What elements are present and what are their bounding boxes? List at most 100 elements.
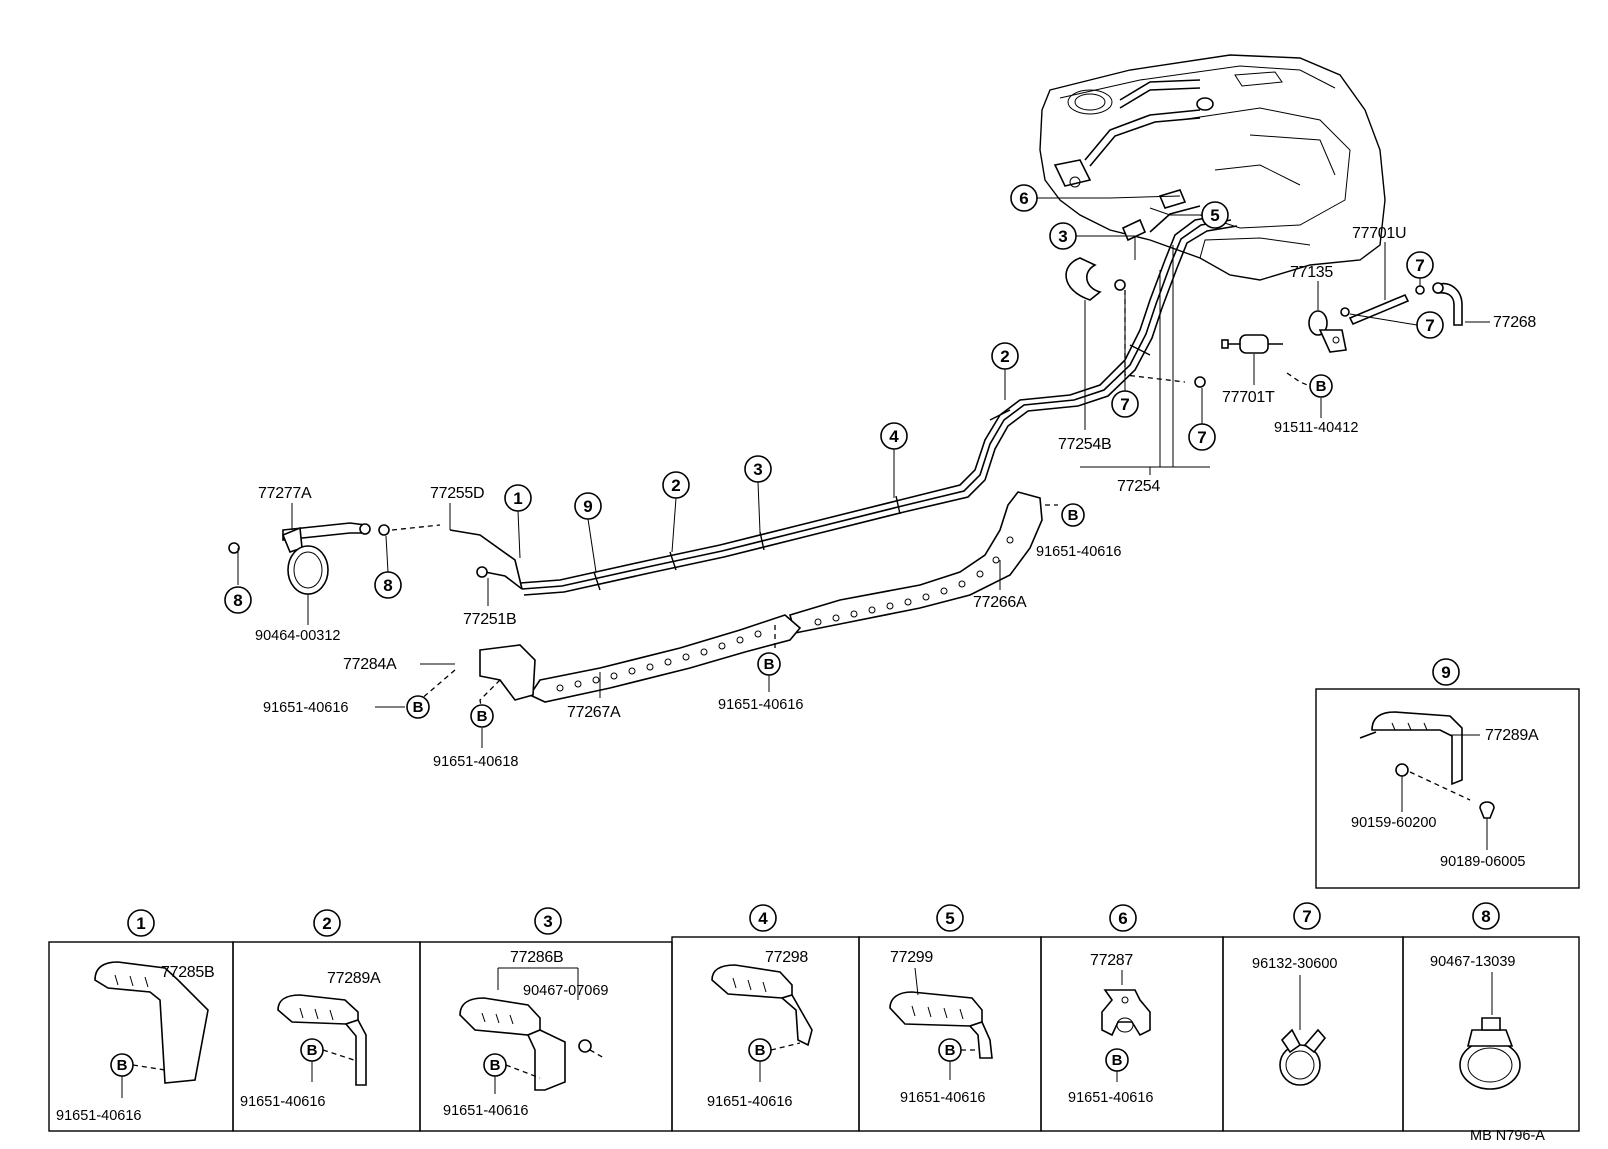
p4-code-label: 91651-40616 — [707, 1094, 792, 1110]
svg-text:B: B — [1316, 378, 1327, 395]
label-77277A: 77277A — [258, 485, 312, 502]
detail-box-9: 9 77289A 90159-60200 90189-06005 — [1315, 658, 1580, 889]
p8-part-label: 90467-13039 — [1430, 954, 1515, 970]
panel-3: 3 77286B 90467-07069 B 91651-40616 — [443, 907, 608, 1119]
svg-text:3: 3 — [753, 460, 762, 479]
svg-text:7: 7 — [1120, 395, 1129, 414]
label-77135: 77135 — [1290, 264, 1333, 281]
label-91651-40616-right: 91651-40616 — [1036, 544, 1121, 560]
bottom-panels: 1 77285B B 91651-40616 2 77289A B 91651-… — [48, 902, 1580, 1132]
svg-text:8: 8 — [233, 591, 242, 610]
label-77251B: 77251B — [463, 611, 516, 628]
fuel-lines — [449, 189, 1238, 596]
label-91511-40412: 91511-40412 — [1274, 420, 1358, 436]
rail-brackets — [419, 491, 1058, 713]
svg-text:3: 3 — [1058, 227, 1067, 246]
svg-text:5: 5 — [1210, 206, 1219, 225]
svg-text:1: 1 — [513, 489, 522, 508]
svg-text:B: B — [307, 1042, 318, 1059]
panel-2: 2 77289A B 91651-40616 — [240, 909, 381, 1110]
p5-part-label: 77299 — [890, 949, 933, 966]
svg-text:B: B — [413, 699, 424, 716]
svg-text:2: 2 — [1000, 347, 1009, 366]
svg-text:B: B — [490, 1057, 501, 1074]
callout-7d: 7 — [1188, 388, 1216, 451]
svg-text:B: B — [117, 1057, 128, 1074]
callout-1-line: 1 — [504, 484, 532, 559]
b-marker: B — [1061, 503, 1085, 527]
label-77254B: 77254B — [1058, 436, 1111, 453]
panel-5: 5 77299 B 91651-40616 — [889, 904, 993, 1106]
label-77701U: 77701U — [1352, 225, 1406, 242]
p6-code-label: 91651-40616 — [1068, 1090, 1153, 1106]
svg-text:B: B — [1112, 1052, 1123, 1069]
svg-text:3: 3 — [543, 912, 552, 931]
b-marker: B — [406, 695, 430, 719]
callout-8b: 8 — [374, 535, 402, 599]
label-91651-40618: 91651-40618 — [433, 754, 518, 770]
p6-part-label: 77287 — [1090, 952, 1133, 969]
label-90189-06005: 90189-06005 — [1440, 854, 1525, 870]
panel-8: 8 90467-13039 — [1430, 902, 1521, 1090]
p4-part-label: 77298 — [765, 949, 808, 966]
svg-text:1: 1 — [136, 914, 145, 933]
label-77268: 77268 — [1493, 314, 1536, 331]
p3-code-label: 91651-40616 — [443, 1103, 528, 1119]
label-77267A: 77267A — [567, 704, 621, 721]
label-91651-40616-mid: 91651-40616 — [718, 697, 803, 713]
svg-text:B: B — [755, 1042, 766, 1059]
panel-1: 1 77285B B 91651-40616 — [56, 909, 215, 1124]
callout-8a: 8 — [224, 586, 252, 614]
svg-text:B: B — [945, 1042, 956, 1059]
svg-text:B: B — [1068, 507, 1079, 524]
svg-text:7: 7 — [1425, 316, 1434, 335]
callout-7a: 7 — [1406, 251, 1434, 286]
svg-text:9: 9 — [1441, 663, 1450, 682]
svg-text:7: 7 — [1415, 256, 1424, 275]
b-marker: B — [757, 652, 781, 676]
p2-code-label: 91651-40616 — [240, 1094, 325, 1110]
svg-text:4: 4 — [758, 909, 768, 928]
p7-part-label: 96132-30600 — [1252, 956, 1337, 972]
callout-5: 5 — [1149, 201, 1229, 229]
b-marker: B — [470, 704, 494, 728]
label-77255D: 77255D — [430, 485, 484, 502]
p2-part-label: 77289A — [327, 970, 381, 987]
callout-4: 4 — [880, 422, 908, 498]
rail-holes — [556, 536, 1014, 692]
panel-4: 4 77298 B 91651-40616 — [707, 904, 813, 1110]
label-90159-60200: 90159-60200 — [1351, 815, 1436, 831]
fuel-tank — [1039, 54, 1386, 281]
svg-text:6: 6 — [1118, 909, 1127, 928]
callout-6: 6 — [1010, 184, 1181, 212]
callout-2-line: 2 — [662, 471, 690, 553]
p5-code-label: 91651-40616 — [900, 1090, 985, 1106]
footer-code: MB N796-A — [1470, 1128, 1545, 1144]
svg-text:B: B — [764, 656, 775, 673]
p3-extra-label: 90467-07069 — [523, 983, 608, 999]
svg-text:6: 6 — [1019, 189, 1028, 208]
svg-text:B: B — [477, 708, 488, 725]
callout-3-tank: 3 — [1049, 222, 1136, 260]
svg-text:2: 2 — [322, 914, 331, 933]
callout-2-mid: 2 — [991, 342, 1019, 400]
label-90464-00312: 90464-00312 — [255, 628, 340, 644]
callout-9-line: 9 — [574, 492, 602, 573]
callout-7b: 7 — [1349, 311, 1444, 339]
panel-6: 6 77287 B 91651-40616 — [1068, 904, 1153, 1106]
vent-hose-assembly — [228, 522, 441, 595]
svg-text:5: 5 — [945, 909, 954, 928]
svg-text:2: 2 — [671, 476, 680, 495]
label-77284A: 77284A — [343, 656, 397, 673]
svg-text:7: 7 — [1197, 428, 1206, 447]
panel-7: 7 96132-30600 — [1252, 902, 1337, 1086]
p1-part-label: 77285B — [161, 964, 214, 981]
main-labels: 6 5 3 2 4 3 2 — [224, 184, 1537, 770]
label-91651-40616-left: 91651-40616 — [263, 700, 348, 716]
b-marker: B — [1309, 374, 1333, 398]
svg-text:8: 8 — [1481, 907, 1490, 926]
p1-code-label: 91651-40616 — [56, 1108, 141, 1124]
callout-3-line: 3 — [744, 455, 772, 533]
